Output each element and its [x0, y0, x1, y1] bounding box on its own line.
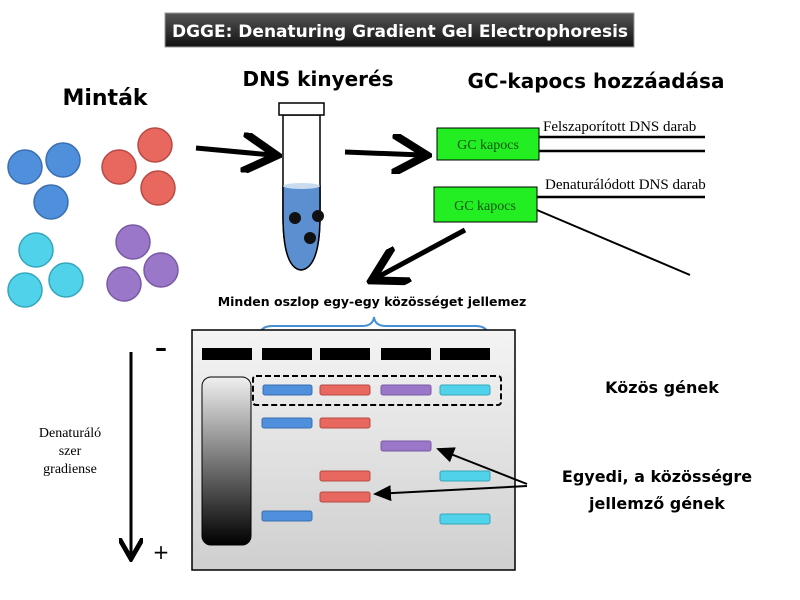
dna-clump [289, 212, 301, 224]
dna-clump [312, 210, 324, 222]
gc-clamp-amplified: GC kapocs Felszaporított DNS darab [436, 119, 705, 161]
column-brace [258, 316, 490, 340]
title-banner: DGGE: Denaturing Gradient Gel Electropho… [164, 12, 635, 48]
band-blue [262, 384, 313, 396]
gc-clamp-heading: GC-kapocs hozzáadása [468, 69, 725, 93]
sample-circle-cyan [7, 272, 43, 308]
arrow-unique-red [373, 485, 528, 502]
well [381, 348, 431, 360]
shared-genes-box [252, 375, 502, 406]
bands [261, 384, 491, 525]
plus-sign: + [153, 540, 170, 564]
sample-circle-cyan [18, 232, 54, 268]
band-cyan [439, 513, 491, 525]
sample-circle-blue [7, 149, 43, 185]
well [202, 348, 252, 360]
gel [191, 329, 516, 571]
gradient-label-line1: Denaturáló [39, 426, 101, 441]
sample-circle-red [137, 127, 173, 163]
gradient-ladder [201, 376, 252, 546]
band-red [319, 384, 371, 396]
arrow-to-gc [344, 152, 422, 155]
arrow-to-tube [195, 148, 272, 155]
band-purple [380, 440, 432, 452]
unique-genes-label-line2: jellemző gének [588, 494, 725, 513]
sample-circle-purple [106, 266, 142, 302]
sample-circle-red [140, 170, 176, 206]
band-purple [380, 384, 432, 396]
band-cyan [439, 384, 491, 396]
gradient-label-line3: gradiense [43, 462, 97, 477]
samples-heading: Minták [62, 86, 148, 111]
band-red [319, 417, 371, 429]
wells [202, 348, 490, 360]
band-cyan [439, 470, 491, 482]
arrow-to-gel [376, 227, 467, 278]
dna-strand-denatured [536, 209, 691, 276]
test-tube [278, 102, 325, 271]
well [262, 348, 312, 360]
sample-circle-purple [143, 252, 179, 288]
sample-circle-purple [115, 224, 151, 260]
band-blue [261, 510, 313, 522]
strand-label: Felszaporított DNS darab [543, 119, 696, 135]
well [440, 348, 490, 360]
gel-caption: Minden oszlop egy-egy közösséget jelleme… [218, 294, 527, 309]
band-red [319, 470, 371, 482]
sample-circle-cyan [48, 262, 84, 298]
sample-circle-red [101, 149, 137, 185]
gc-box-label: GC kapocs [454, 199, 516, 214]
extraction-heading: DNS kinyerés [242, 67, 393, 91]
gc-box-label: GC kapocs [457, 138, 519, 153]
band-blue [261, 417, 313, 429]
unique-genes-label-line1: Egyedi, a közösségre [562, 467, 752, 486]
shared-genes-label: Közös gének [605, 378, 719, 397]
band-red [319, 491, 371, 503]
strand-label: Denaturálódott DNS darab [545, 177, 706, 193]
arrow-unique-purple [436, 447, 528, 485]
gradient-label-line2: szer [59, 444, 82, 459]
dna-clump [304, 232, 316, 244]
minus-sign: – [155, 334, 167, 362]
title-text: DGGE: Denaturing Gradient Gel Electropho… [172, 22, 628, 42]
sample-circle-blue [33, 184, 69, 220]
sample-circle-blue [45, 142, 81, 178]
gc-clamp-denatured: GC kapocs Denaturálódott DNS darab [433, 177, 706, 276]
well [320, 348, 370, 360]
sample-circles [7, 127, 179, 308]
